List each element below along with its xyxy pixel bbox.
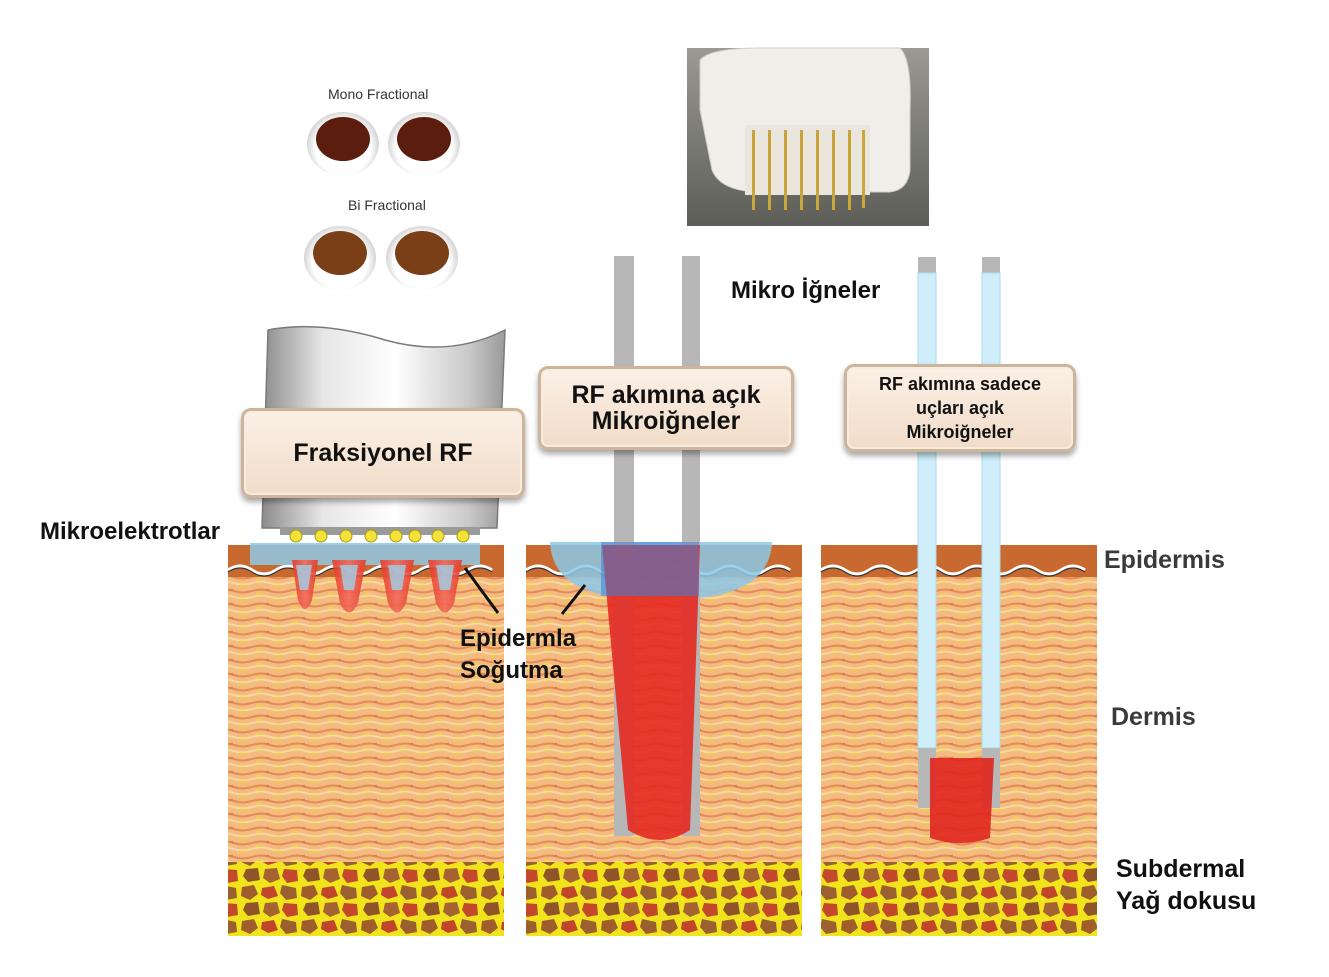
mono-fractional-tip-2 [388,112,460,176]
plate-rf-open-line1: RF akımına açık [571,381,761,409]
pointer-line-cooling-1 [463,567,500,614]
bi-fractional-tip-2 [386,226,458,290]
label-mikroelektrotlar: Mikroelektrotlar [40,518,221,545]
label-epidermal-cooling-line2: Soğutma [460,657,563,684]
bi-fractional-caption: Bi Fractional [348,197,426,213]
label-dermis: Dermis [1111,703,1196,731]
label-epidermis: Epidermis [1104,546,1225,574]
label-subdermal-fat: Subdermal Yağ dokusu [1116,853,1256,917]
plate-rf-tip-line3: Mikroiğneler [906,422,1014,442]
needles-uninsulated [601,256,700,840]
label-epidermal-cooling: Epidermla Soğutma [460,623,576,687]
mono-fractional-tip-1 [307,112,379,176]
label-mikro-igneler: Mikro İğneler [731,277,881,304]
needle-tip-photo [687,47,929,226]
plate-rf-open-line2: Mikroiğneler [591,407,741,435]
plate-rf-open-needles: RF akımına açık Mikroiğneler [538,366,794,450]
label-epidermal-cooling-line1: Epidermla [460,625,577,652]
microelectrode-row [280,527,480,543]
bi-fractional-tip-1 [304,226,376,290]
plate-rf-tip-line2: uçları açık [915,398,1005,418]
label-subdermal-line1: Subdermal [1116,855,1246,883]
plate-rf-tip-line1: RF akımına sadece [878,374,1042,394]
plate-rf-tip-needles: RF akımına sadece uçları açık Mikroiğnel… [844,364,1076,452]
plate-fractional-rf-text: Fraksiyonel RF [293,438,473,467]
mono-fractional-caption: Mono Fractional [328,86,429,102]
skin-panel-fractional [227,543,504,936]
skin-panel-insulated-tip [820,545,1097,936]
rf-heat-zones [292,560,462,613]
label-subdermal-line2: Yağ dokusu [1116,887,1257,915]
pointer-line-cooling-2 [560,584,587,615]
plate-fractional-rf: Fraksiyonel RF [241,408,525,498]
